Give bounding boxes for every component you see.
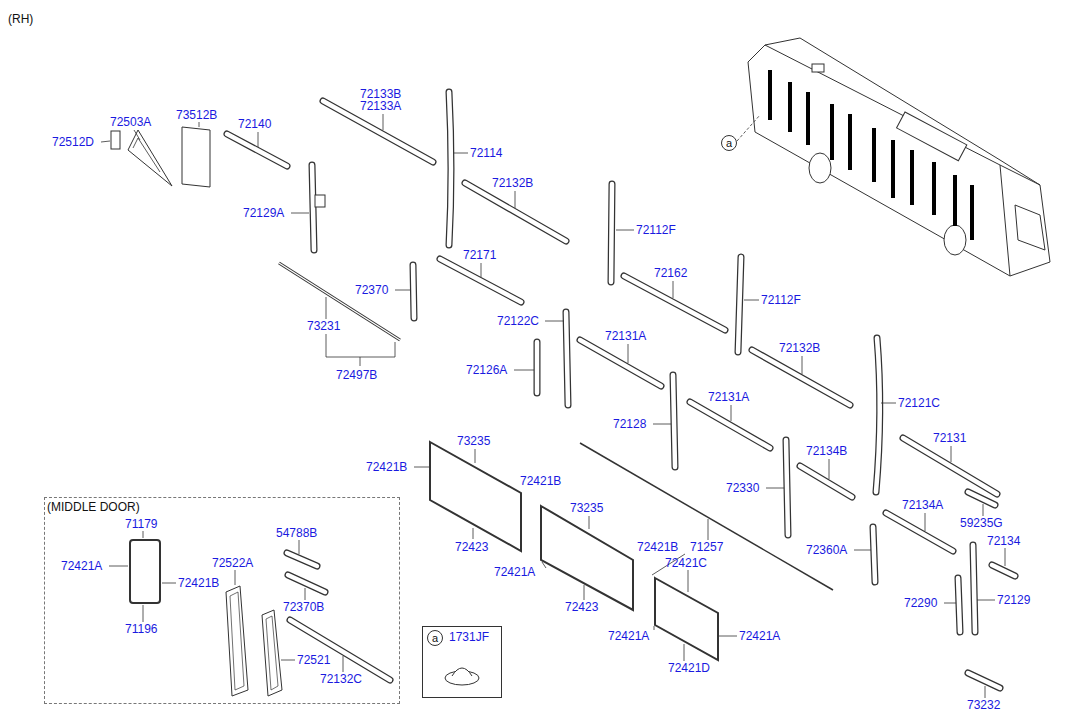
callout-number: 72360A: [806, 543, 847, 557]
part-number: 1731JF: [449, 630, 489, 644]
callout-number: 72290: [904, 596, 937, 610]
callout-number: 72132B: [779, 341, 820, 355]
callout-number: 71196: [125, 622, 157, 636]
callout-number: 71179: [125, 517, 157, 531]
callout-number: 72131A: [605, 329, 646, 343]
group-heading: (MIDDLE DOOR): [47, 500, 140, 514]
callout-number: 72134B: [806, 444, 847, 458]
callout-number: 72114: [470, 146, 502, 160]
callout-number: 72121C: [898, 396, 940, 410]
callout-number: 72370: [355, 283, 388, 297]
callout-number: 72133B: [360, 87, 401, 101]
callout-number: 72497B: [336, 368, 377, 382]
callout-number: 72421D: [668, 661, 710, 675]
callout-letter: a: [432, 632, 438, 644]
callout-number: 73235: [570, 501, 603, 515]
callout-number: 73512B: [176, 108, 217, 122]
callout-number: 73235: [457, 434, 490, 448]
callout-number: 72421A: [739, 629, 780, 643]
callout-number: 54788B: [276, 526, 317, 540]
callout-number: 59235G: [960, 516, 1003, 530]
callout-number: 72370B: [283, 600, 324, 614]
callout-number: 72503A: [110, 115, 151, 129]
callout-number: 72421A: [608, 629, 649, 643]
callout-number: 72421B: [637, 540, 678, 554]
callout-number: 72131: [933, 431, 966, 445]
callout-number: 72112F: [636, 223, 676, 237]
callout-number: 72122C: [497, 314, 539, 328]
callout-number: 72162: [654, 266, 687, 280]
callout-number: 72421B: [366, 460, 407, 474]
callout-number: 72421C: [665, 556, 707, 570]
callout-number: 72421B: [178, 576, 219, 590]
view-note: (RH): [8, 12, 33, 26]
callout-letter: a: [726, 137, 732, 149]
callout-number: 72112F: [761, 293, 801, 307]
callout-number: 71257: [690, 540, 723, 554]
callout-number: 72330: [726, 481, 759, 495]
callout-number: 72421A: [494, 565, 535, 579]
callout-number: 72423: [455, 540, 488, 554]
callout-number: 72140: [238, 117, 271, 131]
callout-number: 72421A: [61, 559, 102, 573]
callout-number: 73232: [967, 698, 1000, 712]
callout-number: 73231: [307, 319, 340, 333]
callout-number: 72134A: [902, 498, 943, 512]
callout-number: 72129: [997, 593, 1030, 607]
callout-number: 72521: [297, 653, 330, 667]
callout-number: 72132B: [492, 176, 533, 190]
callout-number: 72126A: [466, 363, 507, 377]
callout-circle: a: [427, 630, 443, 646]
callout-number: 72129A: [243, 206, 284, 220]
callout-number: 72421B: [520, 474, 561, 488]
callout-number: 72132C: [320, 672, 362, 686]
callout-number: 72131A: [708, 390, 749, 404]
callout-circle: a: [721, 135, 737, 151]
callout-number: 72512D: [52, 135, 94, 149]
callout-number: 72171: [463, 248, 496, 262]
callout-number: 72423: [565, 600, 598, 614]
callout-number: 72522A: [212, 556, 253, 570]
symbol-box: 1731JF a: [422, 626, 502, 698]
callout-number: 72134: [987, 534, 1020, 548]
callout-number: 72128: [613, 417, 646, 431]
callout-number: 72133A: [360, 99, 401, 113]
